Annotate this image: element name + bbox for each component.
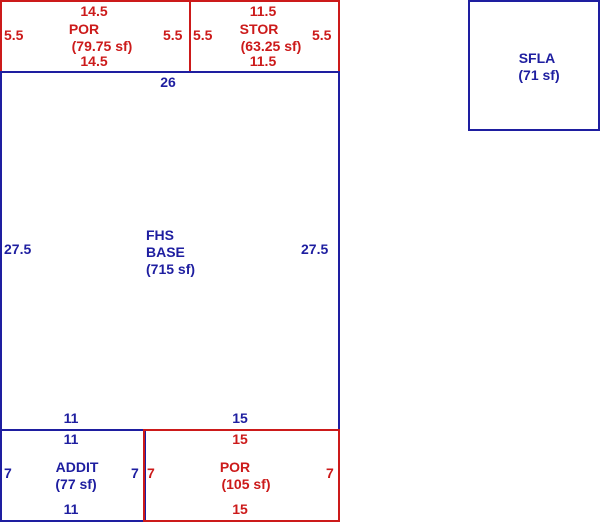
fhs-base-dim-bottom-left: 11 [63, 410, 79, 426]
addit-name: ADDIT [55, 459, 99, 475]
fhs-base-name-line2: BASE [146, 244, 185, 260]
por-top-dim-left: 5.5 [4, 27, 24, 43]
stor-area-label: (63.25 sf) [240, 38, 302, 54]
por-top-area-label: (79.75 sf) [71, 38, 133, 54]
stor-dim-right: 5.5 [312, 27, 332, 43]
sfla-name: SFLA [518, 50, 556, 66]
por-bottom-dim-top: 15 [232, 431, 248, 447]
por-bottom-dim-left: 7 [147, 465, 155, 481]
addit-dim-right: 7 [131, 465, 139, 481]
addit-dim-top: 11 [63, 431, 79, 447]
fhs-base-area-label: (715 sf) [146, 261, 196, 277]
por-top-name: POR [68, 21, 100, 37]
addit-area-label: (77 sf) [55, 476, 97, 492]
addit-area [0, 429, 146, 522]
por-top-dim-bottom: 14.5 [80, 53, 108, 69]
por-top-dim-top: 14.5 [80, 3, 108, 19]
stor-dim-left: 5.5 [193, 27, 213, 43]
por-bottom-area [143, 429, 340, 522]
stor-dim-top: 11.5 [249, 3, 277, 19]
addit-dim-left: 7 [4, 465, 12, 481]
por-top-dim-right: 5.5 [163, 27, 183, 43]
fhs-base-name-line1: FHS [146, 227, 174, 243]
stor-dim-bottom: 11.5 [249, 53, 277, 69]
sfla-area [468, 0, 600, 131]
fhs-base-dim-bottom-right: 15 [232, 410, 248, 426]
por-bottom-area-label: (105 sf) [221, 476, 271, 492]
sfla-area-label: (71 sf) [518, 67, 560, 83]
fhs-base-dim-top: 26 [160, 74, 176, 90]
por-bottom-dim-bottom: 15 [232, 501, 248, 517]
addit-dim-bottom: 11 [63, 501, 79, 517]
fhs-base-dim-left: 27.5 [4, 241, 32, 257]
stor-name: STOR [239, 21, 279, 37]
fhs-base-dim-right: 27.5 [301, 241, 329, 257]
por-bottom-name: POR [219, 459, 251, 475]
por-bottom-dim-right: 7 [326, 465, 334, 481]
